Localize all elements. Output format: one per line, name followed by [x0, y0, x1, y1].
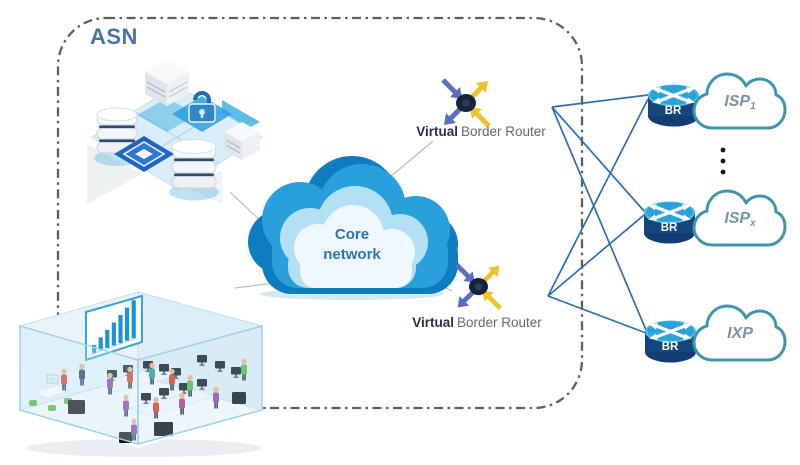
server-icon [224, 122, 260, 160]
virtual-border-router-icon-2 [454, 263, 503, 311]
chip-icon [114, 136, 174, 172]
isp1-cloud-icon [692, 72, 787, 130]
border-router-icon-2 [642, 199, 697, 246]
server-icon [137, 60, 197, 132]
border-router-icon-3 [643, 318, 698, 365]
core-network-cloud-icon [248, 156, 458, 300]
border-router-icon-1 [646, 82, 701, 129]
vbr-br-links [547, 94, 649, 334]
database-icon [169, 139, 219, 201]
asn-boundary [56, 16, 584, 410]
datacenter-illustration [87, 60, 263, 204]
bar-chart-screen [85, 294, 143, 362]
decor-triangle [87, 144, 142, 204]
vertical-ellipsis-icon [720, 147, 726, 175]
ispx-cloud-icon [692, 189, 787, 247]
ixp-cloud-icon [692, 304, 787, 362]
office-illustration [18, 291, 264, 457]
lock-icon [172, 91, 232, 132]
virtual-border-router-icon-1 [441, 78, 491, 128]
